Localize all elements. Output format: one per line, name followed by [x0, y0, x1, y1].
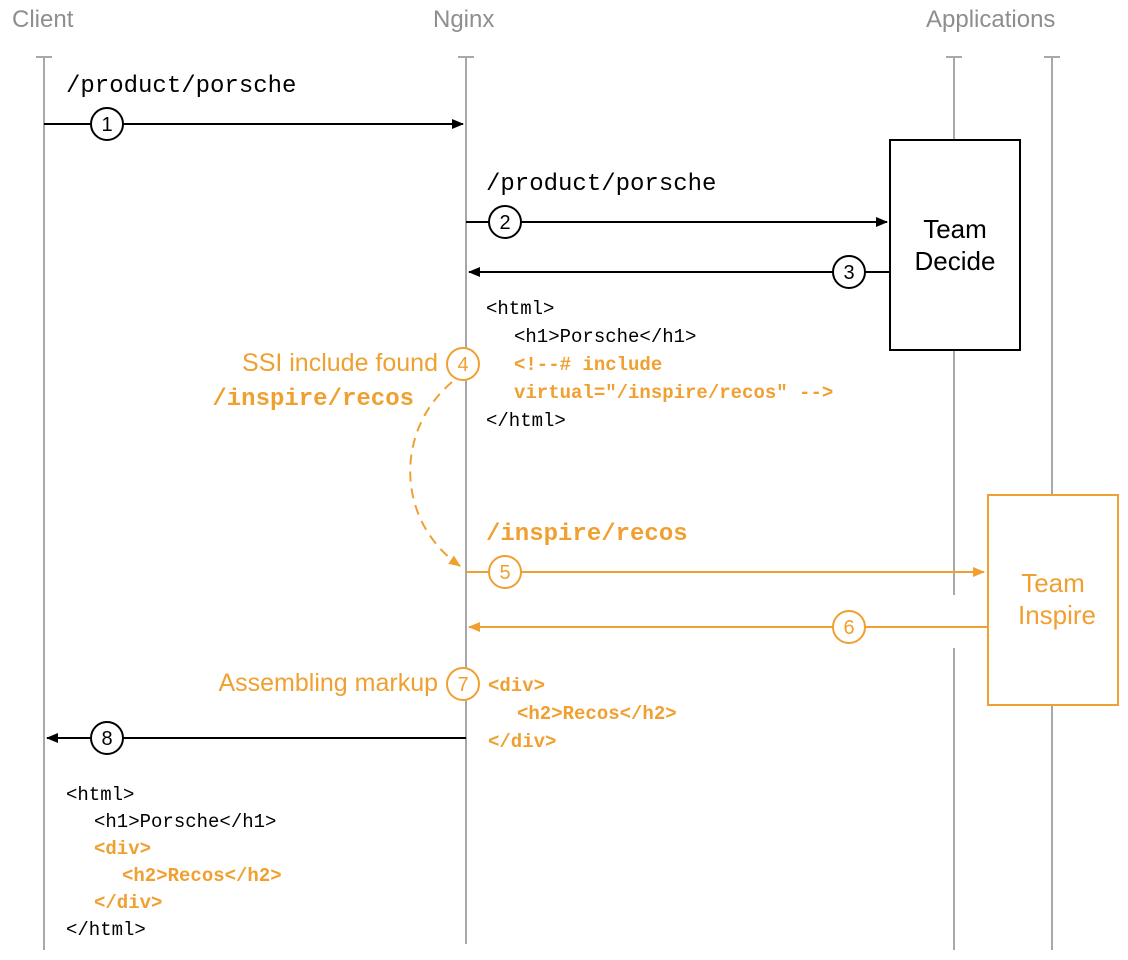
decide-response-line2: <h1>Porsche</h1>: [514, 326, 696, 348]
final-markup-line5: </div>: [94, 892, 162, 914]
decide-response-line5: </html>: [486, 410, 566, 432]
team-inspire-line2: Inspire: [1018, 600, 1096, 630]
team-decide-line2: Decide: [915, 246, 996, 276]
ssi-include-dashed-arrow: [409, 381, 461, 567]
final-markup-line1: <html>: [66, 784, 134, 806]
step7-marker: [446, 667, 480, 701]
team-decide-line1: Team: [923, 214, 987, 244]
step7-number: 7: [457, 674, 468, 696]
team-inspire-box: [987, 494, 1119, 706]
step4-number: 4: [457, 354, 468, 376]
inspire-response-line3: </div>: [488, 731, 556, 753]
header-applications: Applications: [926, 6, 1055, 33]
step6-number: 6: [843, 617, 854, 639]
final-markup-line4: <h2>Recos</h2>: [122, 865, 282, 887]
inspire-response-line1: <div>: [488, 675, 545, 697]
step2-number: 2: [499, 212, 510, 234]
final-markup-line3: <div>: [94, 838, 151, 860]
decide-response-line1: <html>: [486, 298, 554, 320]
header-client: Client: [12, 6, 74, 33]
lifeline-nginx: [458, 56, 474, 944]
step3-number: 3: [843, 262, 854, 284]
step6-marker: [832, 610, 866, 644]
step2-label: /product/porsche: [486, 171, 716, 198]
team-inspire-line1: Team: [1021, 568, 1085, 598]
step5-number: 5: [499, 562, 510, 584]
step5-label: /inspire/recos: [486, 521, 688, 548]
header-nginx: Nginx: [433, 6, 494, 33]
step4-note: SSI include found: [242, 349, 438, 377]
team-decide-box: [889, 139, 1021, 351]
step2-marker: [488, 205, 522, 239]
step5-marker: [488, 555, 522, 589]
final-markup-line2: <h1>Porsche</h1>: [94, 811, 276, 833]
decide-response-line4: virtual="/inspire/recos" -->: [514, 382, 833, 404]
step3-marker: [832, 255, 866, 289]
lifeline-client: [36, 56, 52, 950]
step1-marker: [90, 107, 124, 141]
step4-marker: [446, 347, 480, 381]
step8-number: 8: [101, 728, 112, 750]
final-markup-line6: </html>: [66, 919, 146, 941]
step1-label: /product/porsche: [66, 73, 296, 100]
step4-path: /inspire/recos: [212, 386, 414, 413]
step1-number: 1: [101, 114, 112, 136]
decide-response-line3: <!--# include: [514, 354, 662, 376]
inspire-response-line2: <h2>Recos</h2>: [517, 703, 677, 725]
step7-note: Assembling markup: [218, 669, 438, 697]
step8-marker: [90, 721, 124, 755]
